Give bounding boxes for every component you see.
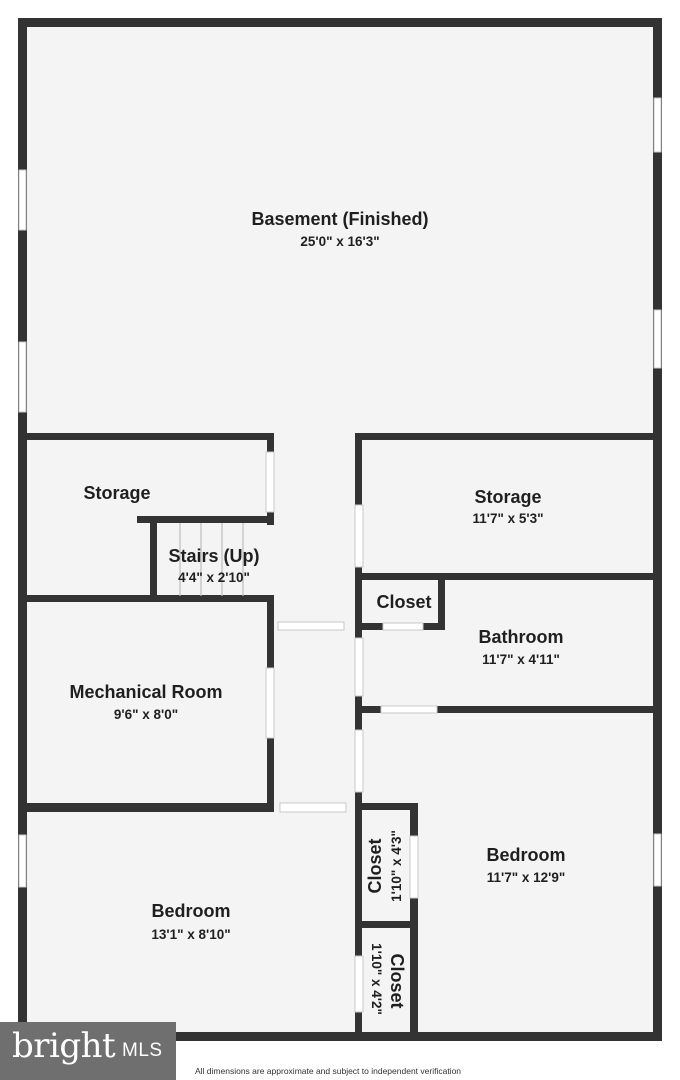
window-east-upper [653,97,662,153]
door-storage-left [265,451,275,513]
room-label-bathroom: Bathroom [479,627,564,647]
room-label-basement: Basement (Finished) [251,209,428,229]
wall-bathroom-bottom [355,706,655,713]
door-bathroom-bottom [380,705,438,714]
wall-storage-right-top [355,433,655,440]
room-dims-stairs: 4'4" x 2'10" [178,570,250,585]
wall-bedroom-left-top [24,803,274,812]
room-dims-basement: 25'0" x 16'3" [300,234,379,249]
wall-closets-east [410,803,418,1036]
exterior-wall-right [653,18,662,1041]
wall-hall-east-lower [355,630,362,1036]
room-label-storage-right: Storage [474,487,541,507]
room-dims-bedroom-right: 11'7" x 12'9" [487,870,566,885]
exterior-wall-top [18,18,662,27]
room-label-stairs: Stairs (Up) [168,546,259,566]
door-closet-b [354,955,364,1013]
door-closet-a [409,835,419,899]
floor-area [24,24,656,1036]
brand-logo: bright MLS [0,1022,176,1080]
window-west-upper [18,169,27,231]
wall-closet-east [438,573,445,630]
exterior-wall-left [18,18,27,1041]
window-east-middle [653,309,662,369]
room-dims-bathroom: 11'7" x 4'11" [482,652,560,667]
door-storage-right [354,504,364,568]
wall-hall-west-lower [267,622,274,630]
room-label-closet-top: Closet [376,592,431,612]
room-dims-closet-a: 1'10" x 4'3" [389,830,404,902]
room-label-closet-b: Closet [387,953,407,1008]
room-label-mechanical: Mechanical Room [69,682,222,702]
wall-mechanical-top [24,595,274,602]
room-dims-bedroom-left: 13'1" x 8'10" [151,927,230,942]
wall-stair-top [137,516,274,523]
stair-treads [179,523,244,596]
logo-mls: MLS [122,1040,163,1061]
room-dims-closet-b: 1'10" x 4'2" [369,943,384,1015]
logo-wordmark: bright [12,1026,116,1066]
wall-storage-right-bottom [355,573,655,580]
exterior-wall-bottom [18,1032,662,1041]
door-bedroom-right [354,729,364,793]
door-hall-mid [277,621,345,631]
window-west-middle [18,341,27,413]
window-east-lower [653,833,662,887]
room-dims-storage-right: 11'7" x 5'3" [472,511,543,526]
wall-storage-left-top [24,433,274,440]
room-label-storage-left: Storage [83,483,150,503]
door-closet-top [382,622,424,631]
door-mechanical [265,667,275,739]
room-dims-mechanical: 9'6" x 8'0" [114,707,178,722]
wall-closets-top [355,803,418,810]
dimension-disclaimer: All dimensions are approximate and subje… [195,1066,462,1076]
room-label-closet-a: Closet [365,838,385,893]
door-bedroom-left [279,802,347,813]
room-label-bedroom-right: Bedroom [486,845,565,865]
door-bathroom [354,637,364,697]
room-label-bedroom-left: Bedroom [151,901,230,921]
wall-closets-divider [355,921,418,928]
wall-stair-west [150,516,157,600]
window-west-lower [18,834,27,888]
